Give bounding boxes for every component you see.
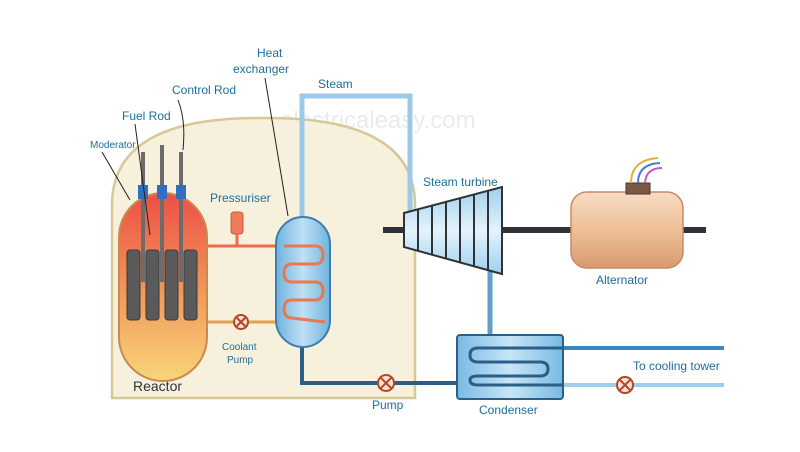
heat-exchanger-coil xyxy=(282,244,326,324)
feedwater-pipe xyxy=(300,340,457,385)
label-fuel-rod: Fuel Rod xyxy=(122,109,171,123)
fuel-rod-4 xyxy=(183,249,198,321)
label-control-rod: Control Rod xyxy=(172,83,236,97)
label-coolant-pump: Coolant xyxy=(222,342,257,353)
control-rods xyxy=(138,145,186,282)
steam-pipe xyxy=(299,93,413,222)
coolant-pump xyxy=(233,314,249,330)
label-heat-exchanger: exchanger xyxy=(233,62,289,76)
control-rod-2 xyxy=(160,145,164,282)
alternator-terminal-box xyxy=(625,182,651,195)
control-rod-cap-2 xyxy=(157,185,167,199)
label-moderator: Moderator xyxy=(90,140,136,151)
label-to-cooling-tower: To cooling tower xyxy=(633,359,720,373)
condenser-coil xyxy=(468,346,563,387)
label-heat-exchanger: Heat xyxy=(257,46,283,60)
fuel-rod-assemblies xyxy=(126,249,198,321)
control-rod-1 xyxy=(141,152,145,282)
alternator-output-wires xyxy=(630,157,663,184)
fuel-rod-2 xyxy=(145,249,160,321)
cooling-water-pump xyxy=(616,376,634,394)
label-reactor: Reactor xyxy=(133,378,182,394)
pressuriser xyxy=(230,211,244,235)
control-rod-cap-3 xyxy=(176,185,186,199)
label-coolant-pump: Pump xyxy=(227,355,254,366)
label-steam-turbine: Steam turbine xyxy=(423,175,498,189)
fuel-rod-3 xyxy=(164,249,179,321)
condenser xyxy=(456,334,564,400)
leader-lines xyxy=(101,77,289,236)
steam-turbine xyxy=(403,185,503,276)
control-rod-cap-1 xyxy=(138,185,148,199)
alternator xyxy=(570,191,684,269)
label-pump: Pump xyxy=(372,398,404,412)
label-pressuriser: Pressuriser xyxy=(210,191,271,205)
label-alternator: Alternator xyxy=(596,273,648,287)
label-steam: Steam xyxy=(318,77,353,91)
feedwater-pump xyxy=(377,374,395,392)
label-condenser: Condenser xyxy=(479,403,538,417)
control-rod-3 xyxy=(179,152,183,282)
turbine-blades xyxy=(417,191,489,270)
fuel-rod-1 xyxy=(126,249,141,321)
